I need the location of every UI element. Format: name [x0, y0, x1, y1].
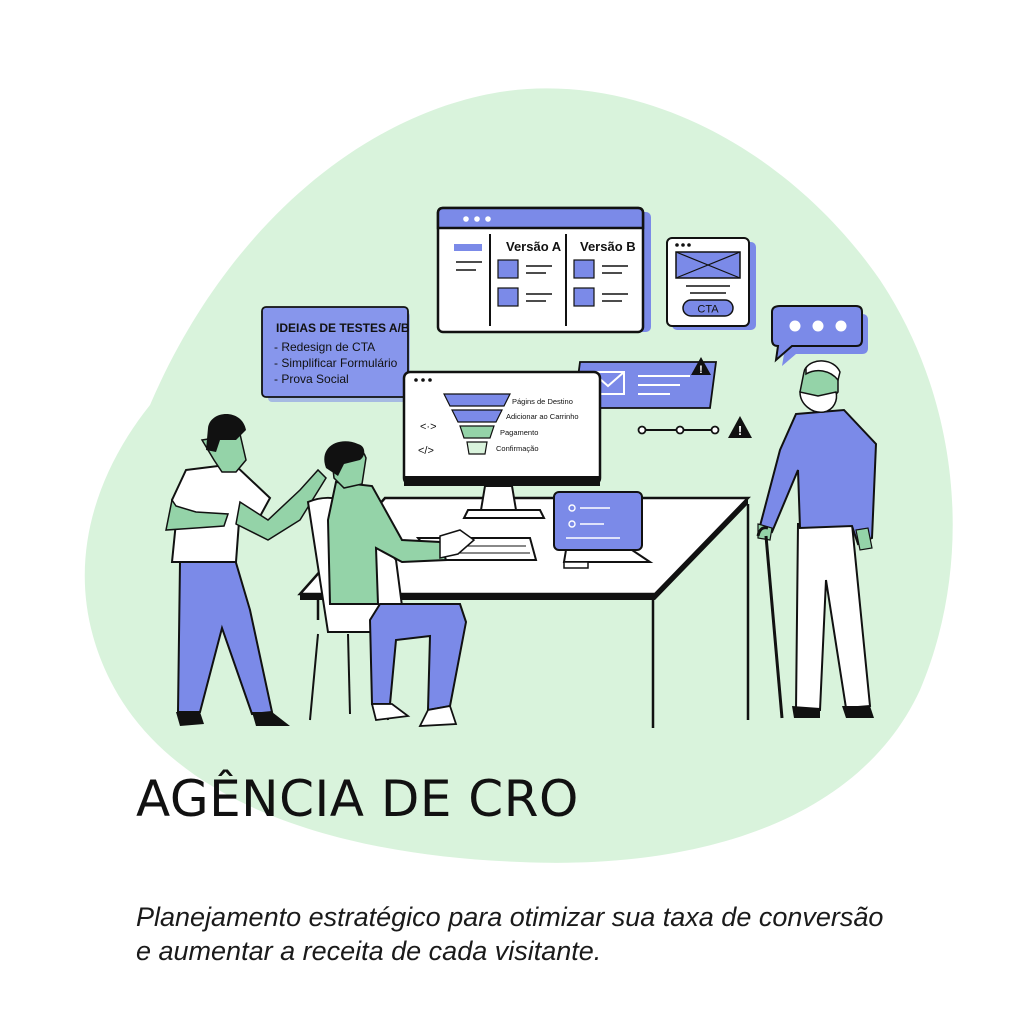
- warning-icon: !: [691, 357, 711, 376]
- cta-card: CTA: [666, 237, 756, 330]
- ideas-card: IDEIAS DE TESTES A/B - Redesign de CTA -…: [261, 306, 410, 402]
- svg-text:!: !: [738, 423, 742, 438]
- email-banner: !: [572, 357, 718, 423]
- funnel-stage-label: Confirmação: [496, 444, 539, 453]
- funnel-stage-label: Pagamento: [500, 428, 538, 437]
- ideas-card-title: IDEIAS DE TESTES A/B: [276, 321, 410, 335]
- person-elderly: [756, 360, 878, 719]
- funnel-monitor: <·> </> Págins de Destino Adicionar ao C…: [402, 370, 602, 519]
- svg-text:!: !: [699, 364, 703, 376]
- slider-icon: [637, 425, 720, 435]
- person-seated: [306, 441, 476, 727]
- ab-test-window: Versão A Versão B: [436, 206, 651, 334]
- ideas-item: - Prova Social: [274, 372, 349, 386]
- funnel-stage-label: Págins de Destino: [512, 397, 573, 406]
- cta-button: [682, 299, 734, 317]
- chat-bubble-icon: [771, 305, 868, 366]
- funnel-stage-label: Adicionar ao Carrinho: [506, 412, 579, 421]
- tablet: [553, 491, 654, 569]
- ideas-item: - Simplificar Formulário: [274, 356, 398, 370]
- warning-icon: !: [728, 416, 752, 438]
- code-icon: <·>: [420, 421, 437, 433]
- version-a-label: Versão A: [506, 239, 562, 254]
- code-icon: </>: [418, 445, 434, 457]
- version-b-label: Versão B: [580, 239, 636, 254]
- person-standing-left: [165, 414, 327, 726]
- subtitle: Planejamento estratégico para otimizar s…: [136, 902, 884, 966]
- headline: AGÊNCIA DE CRO: [136, 770, 579, 828]
- ideas-item: - Redesign de CTA: [274, 340, 375, 354]
- cta-button-label: CTA: [697, 304, 719, 316]
